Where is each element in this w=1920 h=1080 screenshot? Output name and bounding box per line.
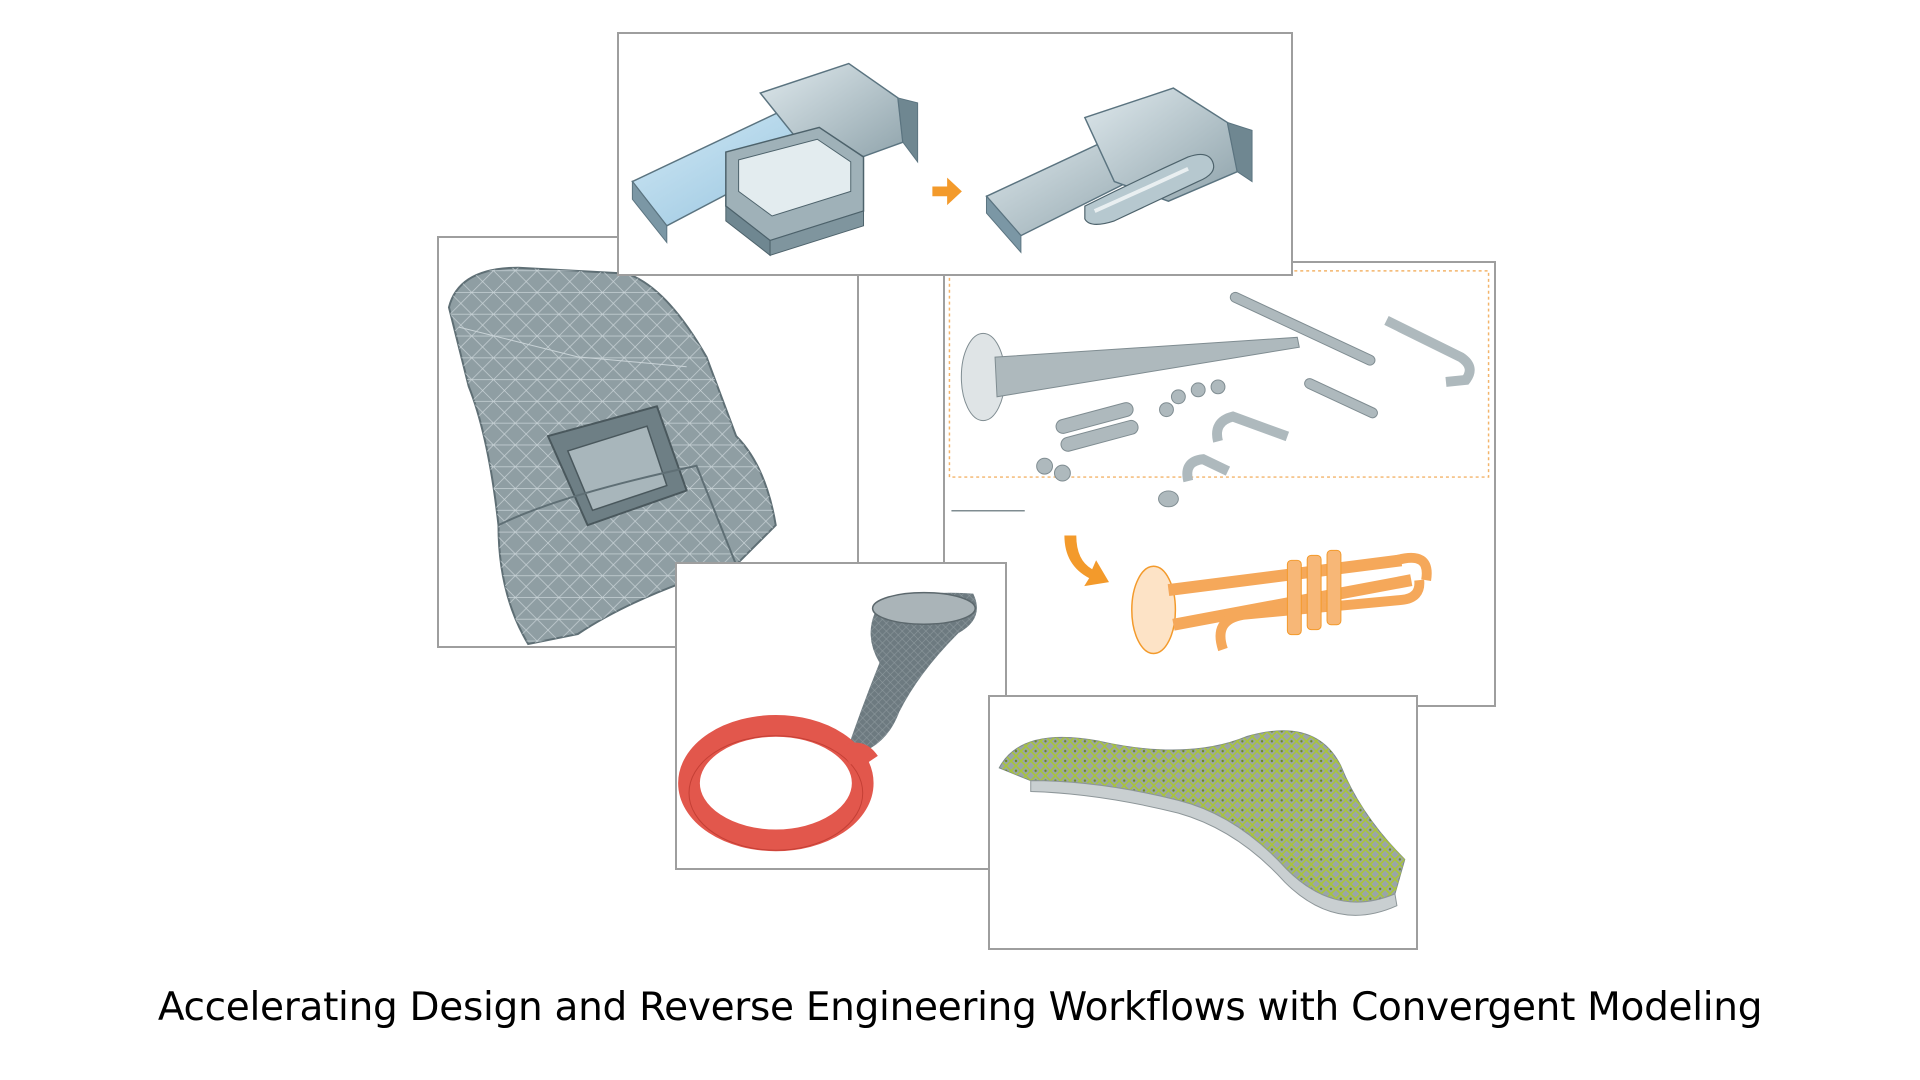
figure-caption: Accelerating Design and Reverse Engineer… bbox=[157, 985, 1763, 1030]
trumpet-assembled bbox=[1131, 549, 1432, 655]
sheet-part-after bbox=[985, 87, 1253, 254]
curved-down-arrow-icon bbox=[1064, 535, 1109, 587]
horn-illustration bbox=[678, 591, 977, 852]
right-arrow-icon bbox=[932, 177, 962, 206]
horn-panel bbox=[675, 562, 1007, 870]
lattice-panel bbox=[988, 695, 1418, 950]
sheet-part-before bbox=[631, 62, 919, 257]
trumpet-parts bbox=[960, 291, 1475, 508]
lattice-illustration bbox=[998, 730, 1406, 916]
sheet-metal-panel bbox=[617, 32, 1293, 276]
trumpet-panel bbox=[943, 261, 1496, 707]
sheet-metal-illustration bbox=[631, 62, 1253, 257]
seat-mesh-illustration bbox=[447, 266, 777, 646]
trumpet-illustration bbox=[948, 270, 1490, 655]
